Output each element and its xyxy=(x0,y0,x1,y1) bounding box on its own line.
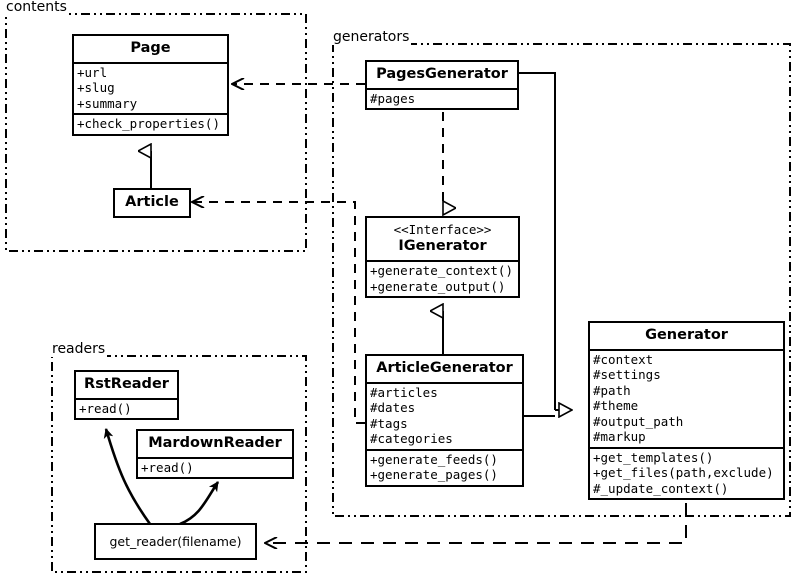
class-box-pages-generator[interactable]: PagesGenerator #pages xyxy=(365,60,519,111)
attribute: #context xyxy=(593,351,654,367)
class-attributes-article-generator: #articles #dates #tags #categories xyxy=(367,381,522,449)
class-box-mardown-reader[interactable]: MardownReader +read() xyxy=(136,429,294,480)
package-label-generators: generators xyxy=(331,29,412,45)
class-attributes-generator: #context #settings #path #theme #output_… xyxy=(590,348,783,447)
attribute: #pages xyxy=(370,90,416,106)
function-label-get-reader: get_reader(filename) xyxy=(109,534,242,549)
class-name-generator: Generator xyxy=(645,327,728,343)
class-name-mardown-reader: MardownReader xyxy=(148,435,282,451)
class-name-igenerator: IGenerator xyxy=(398,238,487,254)
class-name-rst-reader: RstReader xyxy=(84,376,169,392)
attribute: #categories xyxy=(370,431,453,447)
class-box-article-generator[interactable]: ArticleGenerator #articles #dates #tags … xyxy=(365,354,524,487)
class-operations-rst-reader: +read() xyxy=(76,397,177,419)
attribute: #markup xyxy=(593,429,646,445)
attribute: #tags xyxy=(370,415,408,431)
attribute: #articles xyxy=(370,384,438,400)
class-name-pages-generator: PagesGenerator xyxy=(376,66,508,82)
function-box-get-reader[interactable]: get_reader(filename) xyxy=(94,523,257,560)
rel-articlegenerator-depends-article xyxy=(192,202,365,424)
operation: +generate_feeds() xyxy=(370,451,498,467)
operation: +generate_output() xyxy=(370,278,506,294)
package-label-contents: contents xyxy=(4,0,69,15)
attribute: #settings xyxy=(593,367,661,383)
class-name-page: Page xyxy=(130,40,171,56)
operation: +generate_pages() xyxy=(370,467,498,483)
attribute: #theme xyxy=(593,398,639,414)
operation: +get_templates() xyxy=(593,449,714,465)
class-operations-generator: +get_templates() +get_files(path,exclude… xyxy=(590,446,783,499)
rel-pagesgenerator-inherits-generator xyxy=(519,72,556,410)
attribute: +url xyxy=(77,64,108,80)
operation: +check_properties() xyxy=(77,116,220,132)
attribute: #path xyxy=(593,382,631,398)
operation: +read() xyxy=(141,459,194,475)
class-header-igenerator: <<Interface>> IGenerator xyxy=(367,218,518,260)
class-box-article[interactable]: Article xyxy=(113,188,191,218)
class-stereotype-igenerator: <<Interface>> xyxy=(393,222,492,237)
class-box-page[interactable]: Page +url +slug +summary +check_properti… xyxy=(72,34,229,136)
operation: +get_files(path,exclude) xyxy=(593,465,774,481)
operation: #_update_context() xyxy=(593,480,729,496)
class-operations-article-generator: +generate_feeds() +generate_pages() xyxy=(367,448,522,485)
class-operations-mardown-reader: +read() xyxy=(138,456,292,478)
rel-generator-depends-get-reader xyxy=(265,503,687,543)
attribute: +slug xyxy=(77,80,115,96)
attribute: #output_path xyxy=(593,413,684,429)
class-name-article: Article xyxy=(125,194,179,210)
class-attributes-pages-generator: #pages xyxy=(367,87,517,109)
class-operations-page: +check_properties() xyxy=(74,113,227,134)
package-label-readers: readers xyxy=(50,341,108,357)
class-box-generator[interactable]: Generator #context #settings #path #them… xyxy=(588,321,785,501)
class-box-rst-reader[interactable]: RstReader +read() xyxy=(74,370,179,421)
class-name-article-generator: ArticleGenerator xyxy=(376,360,513,376)
operation: +generate_context() xyxy=(370,263,513,279)
rel-get-reader-returns-mardownreader xyxy=(179,481,220,526)
class-operations-igenerator: +generate_context() +generate_output() xyxy=(367,260,518,296)
attribute: +summary xyxy=(77,95,138,111)
attribute: #dates xyxy=(370,400,416,416)
rel-articlegenerator-inherits-generator xyxy=(524,410,572,416)
class-attributes-page: +url +slug +summary xyxy=(74,61,227,114)
class-box-igenerator[interactable]: <<Interface>> IGenerator +generate_conte… xyxy=(365,216,520,299)
operation: +read() xyxy=(79,400,132,416)
